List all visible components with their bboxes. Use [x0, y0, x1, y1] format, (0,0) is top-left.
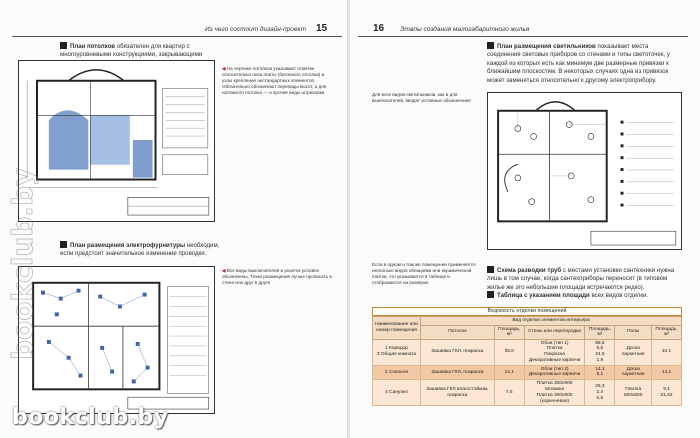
running-head-left: Из чего состоит дизайн-проект: [205, 26, 307, 33]
header-rule: [358, 36, 688, 37]
svg-text:bookclub.by: bookclub.by: [6, 168, 39, 360]
left-page: Из чего состоит дизайн-проект 15 План по…: [0, 0, 348, 438]
electric-note: ◀ Все виды выключателей и розеток условн…: [222, 268, 332, 285]
page-number-left: 15: [316, 23, 328, 34]
col-ceiling: Потолок: [420, 324, 495, 340]
watermark-vertical: bookclub.by: [6, 167, 39, 360]
bullet-icon: [487, 42, 494, 49]
bullet-icon: [487, 266, 494, 273]
col-group: Вид отделки элементов интерьера: [420, 316, 682, 326]
header-rule: [12, 36, 342, 37]
running-head-right: Этапы создания малогабаритного жилья: [400, 26, 530, 33]
bullet-icon: [487, 291, 494, 298]
table-side-note: Если в одном и том же помещении применяе…: [372, 262, 476, 285]
col-area3: Площадь, м²: [651, 324, 682, 340]
lighting-side-note: Для всех видов светильников, как и для в…: [372, 92, 471, 103]
col-area1: Площадь, м²: [493, 324, 525, 340]
lighting-plan-drawing: [487, 92, 682, 250]
col-area2: Площадь, м²: [584, 324, 616, 340]
table-row: 2 Спальня Зашивка ГКЛ, покраска 14,1 Обо…: [372, 364, 682, 381]
electric-paragraph: План размещения электрофурнитуры необход…: [60, 241, 220, 258]
bullet-icon: [60, 42, 67, 49]
table-row: 1 Коридор 3 Общая комната Зашивка ГКЛ, п…: [372, 338, 682, 366]
page-number-right: 16: [373, 23, 385, 34]
pipes-paragraph: Схема разводки труб с местами установки …: [487, 266, 675, 291]
book-spine: [347, 0, 351, 438]
electrical-plan-drawing: [18, 266, 215, 414]
ceiling-note: ◀ На чертеже потолков указывают отметки …: [222, 66, 327, 95]
watermark-logo: bookclub.by: [12, 405, 169, 430]
table-paragraph: Таблица с указанием площади всех видов о…: [487, 291, 682, 300]
ceiling-plan-drawing: [18, 60, 215, 222]
table-row: 4 Санузел Зашивка ГКЛ влагостойким, покр…: [372, 379, 682, 407]
bullet-icon: [60, 241, 67, 248]
finishing-table-title: Ведомость отделки помещений: [372, 307, 682, 316]
col-walls: Стены или перегородки: [523, 324, 586, 340]
lighting-paragraph: План размещения светильников показывает …: [487, 42, 670, 84]
col-room: Наименование или номер помещения: [372, 316, 421, 340]
col-floor: Полы: [614, 324, 653, 340]
finishing-table: Наименование или номер помещения Вид отд…: [372, 316, 682, 407]
